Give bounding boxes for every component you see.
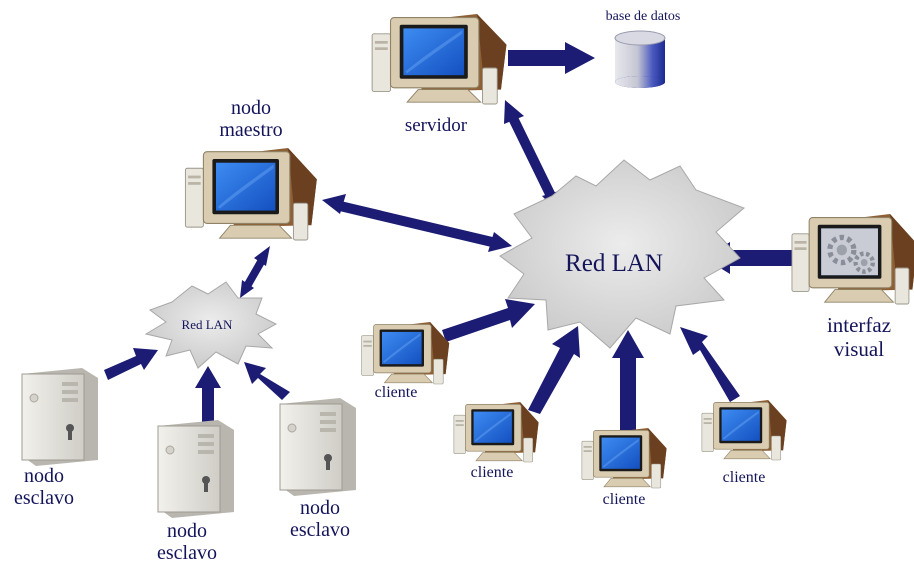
arrow-server-to-database — [508, 42, 595, 74]
label-cliente-3: cliente — [602, 491, 646, 508]
arrow-master-lan — [338, 201, 494, 247]
arrow-server-lan — [507, 113, 557, 201]
label-base-de-datos: base de datos — [605, 9, 681, 24]
arrow-client4-to-lan — [680, 327, 740, 402]
label-red-lan-main: Red LAN — [565, 250, 663, 277]
client-computer-icon-4 — [701, 399, 787, 461]
label-cliente-4: cliente — [722, 469, 766, 486]
label-cliente-2: cliente — [470, 464, 514, 481]
network-cloud-main — [499, 159, 745, 349]
label-nodo-maestro: nodo maestro — [219, 97, 283, 142]
arrow-slave2-to-small-lan — [195, 366, 221, 428]
database-icon — [614, 30, 666, 88]
label-nodo-esclavo-3: nodo esclavo — [290, 497, 350, 542]
label-nodo-esclavo-1: nodo esclavo — [14, 465, 74, 510]
client-computer-icon-2 — [453, 401, 539, 463]
arrow-client3-to-lan — [612, 330, 644, 430]
network-cloud-small — [144, 281, 278, 369]
slave-tower-icon-3 — [279, 397, 357, 497]
client-computer-icon-1 — [361, 321, 450, 385]
arrow-slave1-to-small-lan — [104, 348, 158, 380]
label-interfaz-visual: interfaz visual — [826, 313, 892, 361]
arrow-master-small-lan — [242, 258, 266, 290]
client-computer-icon-3 — [581, 427, 667, 489]
arrow-client2-to-lan — [528, 326, 580, 414]
label-red-lan-small: Red LAN — [181, 317, 233, 332]
slave-tower-icon-2 — [157, 419, 235, 519]
server-computer-icon — [371, 13, 507, 105]
label-servidor: servidor — [404, 115, 468, 136]
visual-interface-computer-icon — [791, 213, 914, 305]
label-nodo-esclavo-2: nodo esclavo — [157, 520, 217, 565]
master-computer-icon — [184, 147, 318, 241]
arrow-client1-to-lan — [442, 299, 535, 342]
label-cliente-1: cliente — [374, 384, 418, 401]
arrow-slave3-to-small-lan — [244, 362, 290, 400]
slave-tower-icon-1 — [21, 367, 99, 467]
